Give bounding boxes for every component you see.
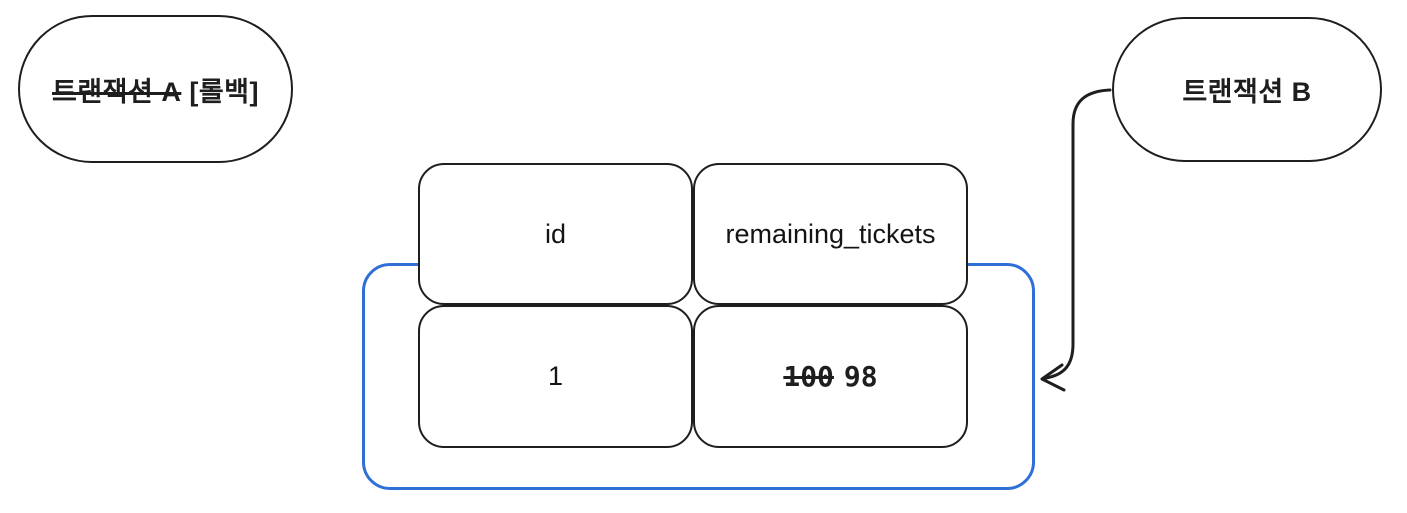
table-header-id-label: id <box>544 218 566 249</box>
new-ticket-value: 98 <box>843 360 878 393</box>
transaction-b-label: 트랜잭션 B <box>1182 77 1312 107</box>
row-id-value: 1 <box>547 361 564 391</box>
old-ticket-value-struck: 100 <box>783 360 834 393</box>
transaction-b-node: 트랜잭션 B <box>1112 17 1382 162</box>
table-row-id-cell: 1 <box>418 305 693 448</box>
table-header-remaining-tickets: remaining_tickets <box>693 163 968 305</box>
table-row-remaining-tickets-cell: 100 98 <box>693 305 968 448</box>
table-header-id: id <box>418 163 693 305</box>
transaction-a-rollback-tag: [롤백] <box>189 76 260 107</box>
transaction-a-struck-text: 트랜잭션 A <box>51 76 182 107</box>
transaction-a-label: 트랜잭션 A[롤백] <box>52 70 259 109</box>
remaining-tickets-value: 100 98 <box>783 360 877 393</box>
transaction-a-node: 트랜잭션 A[롤백] <box>18 15 293 163</box>
table-header-remaining-tickets-label: remaining_tickets <box>725 218 936 249</box>
